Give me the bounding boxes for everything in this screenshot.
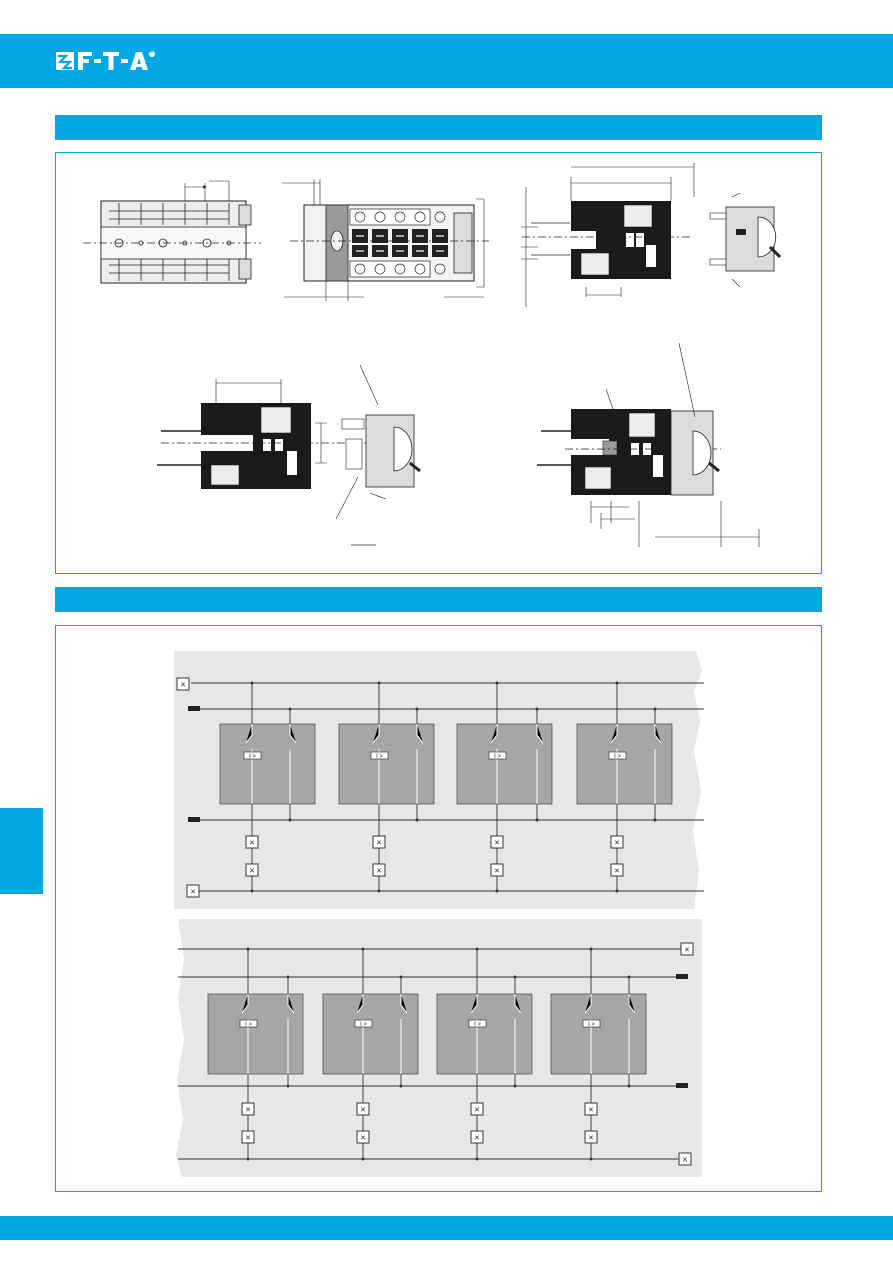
svg-text:×: × <box>249 838 254 848</box>
svg-text:I >: I > <box>614 754 621 760</box>
svg-text:×: × <box>474 1133 479 1143</box>
wiring-diagrams-frame: × × I > × × I > <box>55 625 822 1192</box>
device-unit-3: I > × × <box>456 683 553 891</box>
svg-text:×: × <box>376 838 381 848</box>
fta-logo: ® <box>56 49 156 72</box>
dimension-drawings <box>83 163 782 547</box>
device-unit-4: I > × × <box>576 683 673 891</box>
device-unit-6: I > × × <box>322 949 419 1159</box>
trip-label: I > <box>249 754 256 760</box>
wiring-diagrams: × × I > × × I > <box>174 651 704 1177</box>
svg-text:×: × <box>614 866 619 876</box>
terminal-front-view <box>282 179 489 301</box>
svg-text:×: × <box>684 945 689 955</box>
dimension-drawings-frame <box>55 152 822 574</box>
svg-text:×: × <box>249 866 254 876</box>
header-bar <box>0 34 893 88</box>
footer-bar <box>0 1216 893 1240</box>
wiring-panel-upper: × × I > × × I > <box>174 651 704 909</box>
svg-text:×: × <box>360 1105 365 1115</box>
svg-text:I >: I > <box>474 1022 481 1028</box>
chapter-side-tab <box>0 808 43 894</box>
svg-text:×: × <box>474 1105 479 1115</box>
device-unit-8: I > × × <box>550 949 647 1159</box>
assembled-view-right <box>537 342 760 547</box>
svg-text:I >: I > <box>245 1022 252 1028</box>
section1-band <box>55 115 822 140</box>
registered-mark: ® <box>149 49 154 55</box>
svg-text:×: × <box>360 1133 365 1143</box>
device-unit-7: I > × × <box>436 949 533 1159</box>
svg-text:×: × <box>376 866 381 876</box>
svg-text:×: × <box>245 1133 250 1143</box>
svg-text:×: × <box>494 866 499 876</box>
svg-text:I >: I > <box>360 1022 367 1028</box>
svg-text:I >: I > <box>588 1022 595 1028</box>
fta-logo-graphic <box>56 51 155 70</box>
svg-text:×: × <box>245 1105 250 1115</box>
svg-text:I >: I > <box>494 754 501 760</box>
svg-text:×: × <box>494 838 499 848</box>
rail-top-view <box>83 180 261 284</box>
svg-text:×: × <box>588 1105 593 1115</box>
device-unit-5: I > × × <box>207 949 304 1159</box>
breaker-side-view <box>521 163 782 307</box>
svg-text:×: × <box>682 1155 687 1165</box>
section2-band <box>55 587 822 612</box>
device-unit-2: I > × × <box>338 683 435 891</box>
svg-text:I >: I > <box>376 754 383 760</box>
terminal-symbol: × <box>180 680 185 690</box>
device-unit-1: I > × × <box>219 683 316 891</box>
svg-text:×: × <box>588 1133 593 1143</box>
svg-text:×: × <box>190 887 195 897</box>
assembled-view-left <box>157 364 421 546</box>
wiring-panel-lower: × × I > × × I > <box>176 919 702 1177</box>
svg-text:×: × <box>614 838 619 848</box>
